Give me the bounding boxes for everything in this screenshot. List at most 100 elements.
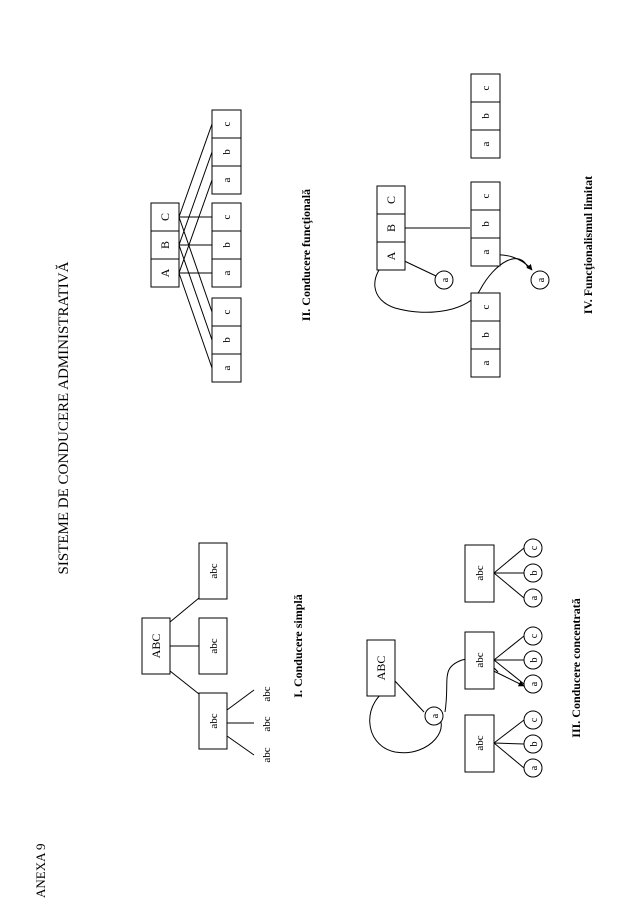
simple-box-2-label: abc [208, 638, 220, 653]
concentrated-g3-a-label: a [529, 765, 540, 770]
simple-top-box [141, 617, 171, 675]
simple-box-3 [198, 692, 228, 750]
limited-g3-c [470, 73, 501, 103]
limited-g1-a [470, 348, 501, 378]
concentrated-assistant-circle [424, 706, 444, 726]
limited-top-b [376, 213, 406, 243]
concentrated-box-3 [464, 714, 495, 773]
limited-assistant-2 [530, 270, 550, 290]
concentrated-box-2-label: abc [474, 652, 486, 667]
functional-top-a-label: A [158, 268, 172, 277]
concentrated-g1-b [523, 563, 543, 583]
limited-g3-b [470, 101, 501, 131]
diagram-limited: C B A a a c b a c b a c b a IV. Funcţion… [374, 73, 595, 378]
functional-top-c-label: C [158, 213, 172, 221]
limited-top-c-label: C [384, 196, 398, 204]
concentrated-g1-a-label: a [529, 595, 540, 600]
limited-g1-a-label: a [480, 360, 492, 365]
functional-g2-a [211, 258, 242, 288]
functional-g1-c-label: c [221, 309, 233, 314]
limited-g3-c-label: c [480, 85, 492, 90]
functional-g3-b-label: b [221, 149, 233, 155]
functional-g3-a [211, 165, 242, 195]
diagram-simple: ABC abc abc abc abc abc abc I. Conducere… [141, 542, 305, 763]
concentrated-assistant-label: a [430, 713, 441, 718]
limited-g3-a-label: a [480, 141, 492, 146]
concentrated-g2-a [523, 674, 543, 694]
simple-caption: I. Conducere simplă [291, 594, 305, 697]
limited-top-c [376, 185, 406, 215]
limited-g2-a-label: a [480, 249, 492, 254]
concentrated-g2-b [523, 650, 543, 670]
simple-box-2 [198, 617, 228, 675]
limited-assistant-2-label: a [536, 277, 547, 282]
limited-g1-c [470, 292, 501, 322]
concentrated-top-box [366, 639, 396, 697]
limited-g2-c [470, 181, 501, 211]
concentrated-g2-c-label: c [529, 633, 540, 638]
concentrated-box-1-label: abc [474, 565, 486, 580]
functional-g1-a-label: a [221, 365, 233, 370]
functional-top-b [150, 230, 180, 260]
functional-g1-b-label: b [221, 337, 233, 343]
limited-caption: IV. Funcţionalismul limitat [581, 176, 595, 314]
limited-g2-b-label: b [480, 221, 492, 227]
functional-g3-a-label: a [221, 177, 233, 182]
limited-g2-c-label: c [480, 193, 492, 198]
functional-top-c [150, 202, 180, 232]
functional-g2-c-label: c [221, 214, 233, 219]
simple-leaf-2: abc [261, 716, 273, 731]
limited-g2-a [470, 237, 501, 267]
simple-leaf-1: abc [261, 686, 273, 701]
concentrated-g3-a [523, 758, 543, 778]
diagram-concentrated: ABC a abc abc abc c b a c b a [366, 538, 583, 778]
concentrated-g2-c [523, 626, 543, 646]
functional-top-b-label: B [158, 241, 172, 249]
limited-top-a-label: A [384, 251, 398, 260]
functional-caption: II. Conducere funcţională [299, 189, 313, 321]
limited-top-a [376, 241, 406, 271]
concentrated-g1-c [523, 538, 543, 558]
concentrated-caption: III. Conducere concentrată [569, 598, 583, 737]
functional-g3-b [211, 137, 242, 167]
limited-g1-c-label: c [480, 304, 492, 309]
concentrated-link-assistant [393, 679, 425, 713]
functional-connector [178, 179, 213, 274]
limited-g3-a [470, 129, 501, 159]
concentrated-curve-1 [369, 687, 442, 754]
functional-connector [178, 244, 213, 341]
concentrated-g3-c-label: c [529, 717, 540, 722]
simple-leaf-3: abc [261, 747, 273, 762]
limited-assistant-1-label: a [440, 277, 451, 282]
diagram-functional: C B A c b a c b a c b a II. Conducere fu… [150, 109, 313, 383]
annex-label: ANEXA 9 [33, 843, 48, 898]
concentrated-box-3-label: abc [474, 735, 486, 750]
functional-g2-b [211, 230, 242, 260]
concentrated-g3-b-label: b [529, 742, 540, 747]
functional-connector [178, 216, 213, 313]
functional-g3-c-label: c [221, 121, 233, 126]
concentrated-g3-c [523, 710, 543, 730]
concentrated-box-1 [464, 544, 495, 603]
functional-g3-c [211, 109, 242, 139]
simple-box-1-label: abc [208, 563, 220, 578]
concentrated-g2-a-label: a [529, 681, 540, 686]
limited-top-b-label: B [384, 224, 398, 232]
concentrated-g1-c-label: c [529, 545, 540, 550]
concentrated-box-2 [464, 631, 495, 690]
functional-connector [178, 272, 213, 369]
simple-box-3-label: abc [208, 713, 220, 728]
page-title: SISTEME DE CONDUCERE ADMINISTRATIVĂ [55, 261, 72, 574]
concentrated-g1-a [523, 588, 543, 608]
functional-g2-b-label: b [221, 242, 233, 248]
functional-g1-a [211, 353, 242, 383]
concentrated-g2-b-label: b [529, 658, 540, 663]
functional-g2-a-label: a [221, 270, 233, 275]
functional-top-a [150, 258, 180, 288]
limited-curve [374, 257, 529, 313]
functional-connector [178, 151, 213, 246]
concentrated-g1-b-label: b [529, 571, 540, 576]
limited-g1-b [470, 320, 501, 350]
